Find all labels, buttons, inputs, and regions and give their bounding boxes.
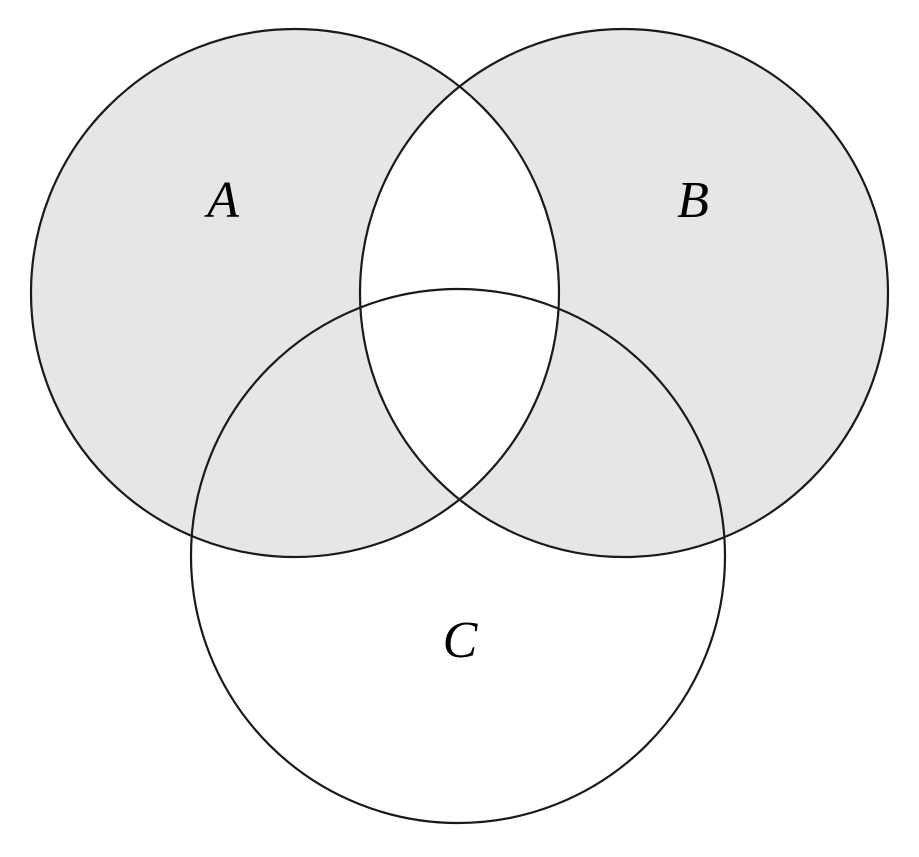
set-label-a: A xyxy=(204,172,239,229)
circle-a-outline[interactable] xyxy=(29,27,561,559)
circle-b-outline[interactable] xyxy=(358,27,890,559)
set-label-c: C xyxy=(443,612,479,669)
set-label-b: B xyxy=(677,172,709,229)
circle-c-outline[interactable] xyxy=(189,287,727,825)
